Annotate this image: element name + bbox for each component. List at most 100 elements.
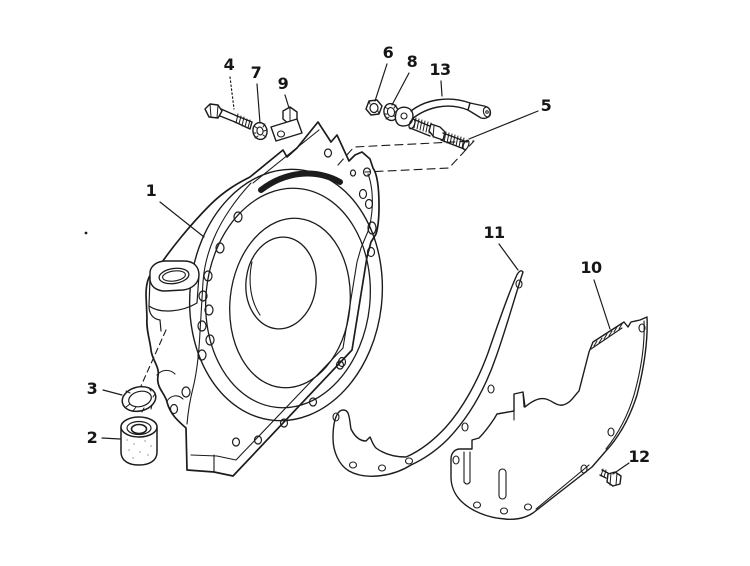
stud-location-dashed-outline (337, 140, 475, 173)
bracket-hole (276, 130, 286, 138)
callout-2-leader (101, 437, 121, 440)
housing-outer-outline (145, 121, 380, 477)
small-bolt-drawing (599, 468, 622, 487)
callout-7: 7 (251, 63, 262, 82)
bushing-drawing (120, 416, 158, 466)
callout-4: 4 (224, 55, 235, 74)
crankshaft-hole-inner-wall (249, 261, 261, 316)
callout-3-leader (102, 389, 123, 396)
crankshaft-hole (245, 236, 317, 330)
bolt-head-facets (209, 103, 219, 119)
washer7-outer (252, 121, 268, 141)
left-flange-bolt-holes (169, 211, 243, 415)
washer7-hatching (252, 123, 268, 139)
strap-band (410, 98, 471, 120)
ear-top-face (149, 260, 200, 292)
callout-2: 2 (87, 428, 98, 447)
housing-right-edge-inner-line (342, 173, 373, 349)
stud-drawing (408, 117, 470, 151)
ear-front-face-lines (148, 274, 200, 332)
plate-bottom-edge-inner-line (535, 464, 590, 510)
print-speck (84, 231, 88, 235)
seal-assembly-dashed-line (140, 329, 167, 387)
plate-bolt-holes (452, 323, 646, 515)
ear-oval-hole-outer (158, 267, 190, 285)
flat-washer-drawing (383, 102, 399, 122)
callout-6: 6 (383, 43, 394, 62)
callout-8: 8 (407, 52, 418, 71)
plate-fold-lines (463, 392, 525, 485)
small-bolt-head-facets (609, 472, 618, 486)
plate-outline (450, 316, 648, 521)
plate-flange-inner-line (590, 327, 623, 350)
bracket-plate (270, 118, 303, 142)
bushing-recess (126, 420, 152, 436)
bushing-stipple (126, 439, 152, 459)
plate-flange-hatching (593, 323, 623, 347)
nut-hole (369, 102, 379, 114)
washer8-hole (386, 106, 396, 118)
bracket-clip-drawing (270, 106, 303, 142)
mounting-ear-boss (148, 260, 200, 332)
stud-left-thread-hatching (413, 117, 432, 134)
callout-5: 5 (541, 96, 552, 115)
ground-strap-drawing (394, 98, 492, 127)
small-bolt-thread-hatching (600, 468, 607, 478)
callout-10: 10 (580, 258, 602, 277)
callout-11: 11 (483, 223, 505, 242)
gasket-bolt-holes (332, 279, 523, 472)
bore-second-rim (204, 187, 372, 409)
seal-ring-drawing (121, 385, 157, 413)
cover-plate-drawing (450, 316, 648, 521)
callout-10-leader (593, 279, 611, 330)
stud-right-cap (462, 139, 470, 151)
strap-right-hole (485, 110, 489, 114)
seal-inner (128, 390, 152, 408)
housing-bottom-edge-inner-line (190, 347, 344, 461)
bushing-center-hole (130, 423, 148, 435)
callout-leaders (101, 63, 630, 475)
callout-3: 3 (87, 379, 98, 398)
callout-1: 1 (146, 181, 157, 200)
callout-13: 13 (429, 60, 450, 79)
bore-mouth (229, 217, 351, 389)
strap-left-eyelet (394, 106, 414, 127)
strap-right-face (482, 106, 492, 118)
callout-13-leader (440, 80, 443, 97)
callout-6-leader (374, 63, 388, 102)
casting-lobe-lines (156, 369, 184, 402)
hex-nut-drawing (365, 99, 383, 116)
bolt-shank (219, 108, 238, 123)
strap-left-hole (400, 112, 408, 120)
flywheel-housing-drawing (145, 121, 384, 477)
hex-bolt-drawing (204, 103, 253, 130)
callout-9-leader (284, 94, 290, 109)
callout-8-leader (391, 72, 410, 106)
stud-hex-facet (432, 125, 435, 138)
callout-9: 9 (278, 74, 289, 93)
callout-4-leader (229, 76, 235, 110)
gasket-drawing (332, 270, 524, 477)
callout-12-leader (612, 462, 630, 475)
washer8-hatching (383, 104, 399, 120)
small-bolt-head (606, 471, 622, 487)
seal-outer (121, 385, 157, 413)
bolt-thread-hatching (235, 113, 251, 129)
plate-oblong-slot (498, 468, 507, 500)
callout-11-leader (498, 243, 519, 271)
seal-hatching (125, 387, 156, 413)
stud-hex-collar (428, 123, 446, 141)
callout-5-leader (468, 110, 539, 140)
housing-left-flange-inner-line (186, 182, 252, 425)
callout-7-leader (256, 83, 261, 124)
washer7-hole (256, 126, 264, 136)
callout-1-leader (159, 201, 205, 238)
stud-right-thread-hatching (443, 131, 465, 149)
bore-shadow-arc (258, 170, 343, 193)
nut-facets (368, 100, 380, 115)
callout-labels: 1 2 3 4 5 6 7 8 9 10 11 12 13 (87, 43, 650, 466)
lock-washer-drawing (252, 121, 268, 141)
bottom-flange-bolt-holes (231, 360, 345, 447)
